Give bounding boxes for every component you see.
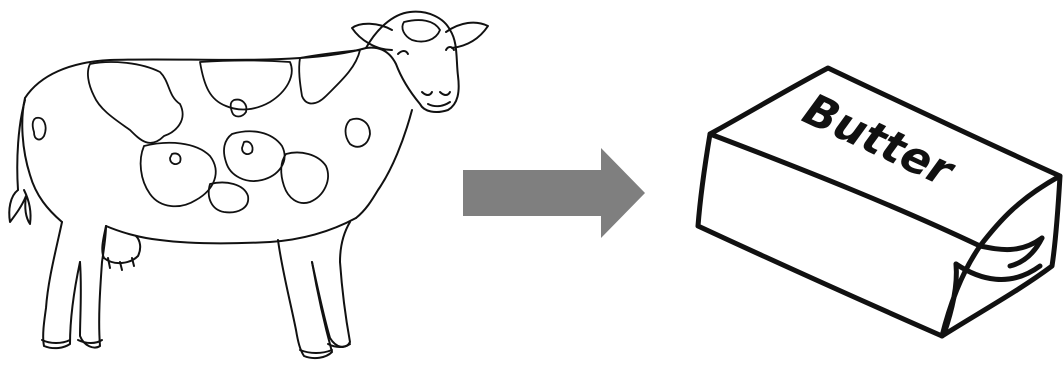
transformation-arrow bbox=[455, 140, 655, 250]
arrow-shape bbox=[463, 148, 645, 238]
butter-label: Butter bbox=[795, 84, 962, 198]
butter-illustration: Butter bbox=[680, 50, 1063, 350]
cow-icon bbox=[0, 0, 500, 367]
cow-illustration bbox=[0, 0, 500, 367]
right-arrow-icon bbox=[455, 140, 655, 250]
butter-block-icon: Butter bbox=[680, 50, 1063, 350]
